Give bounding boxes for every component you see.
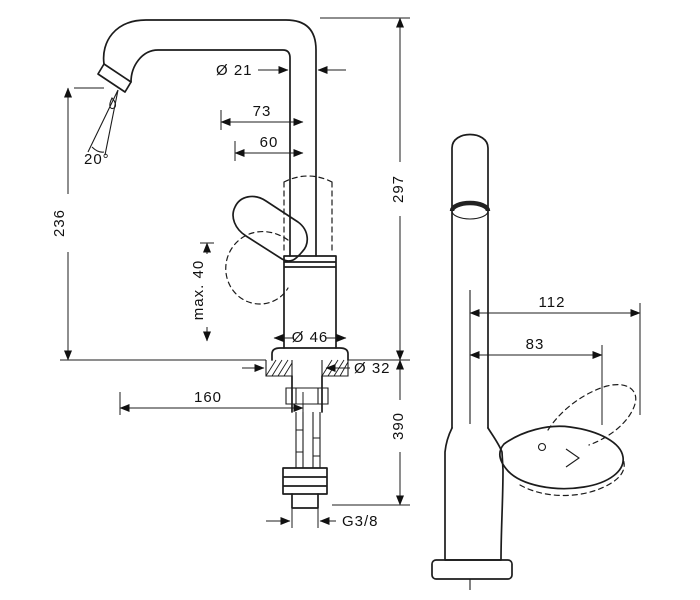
angle-reference-lines [87,89,119,156]
dim-label-dia32: Ø 32 [354,360,391,377]
dim-label-297: 297 [390,175,407,203]
handle-dot [537,442,547,452]
lever-handle [232,195,309,262]
dim-label-angle: 20° [84,151,110,168]
dim-label-thread: G3/8 [342,513,379,530]
spout-opening-shadow [449,200,491,212]
dim-label-spout-diameter: Ø 21 [216,62,253,79]
dim-label-dia46: Ø 46 [292,329,329,346]
handle-lowered-dashed [519,458,625,497]
dim-label-83: 83 [526,336,545,353]
faucet-body [283,255,337,349]
hose-thread-end [291,493,319,509]
dim-label-236: 236 [51,209,68,237]
spout-aerator-face [97,63,132,93]
lever-handle-swivel-dashed [225,231,289,305]
supply-hoses [295,412,321,468]
hose-hex-connector [282,467,328,495]
spout-swivel-dashed [283,175,333,253]
dim-label-60: 60 [260,134,279,151]
dim-label-73: 73 [253,103,272,120]
dim-label-160: 160 [194,389,222,406]
front-view-dimensions: Ø 21 73 60 297 390 236 20° max. 40 [51,17,410,530]
body-profile [444,427,504,561]
side-view-dimensions: 112 83 [469,294,641,425]
mounting-nut [285,387,329,405]
spout-inner-contour [130,49,291,257]
escutcheon-base [271,347,349,361]
extension-line [291,508,319,528]
dim-label-112: 112 [539,294,566,311]
side-view-faucet [431,133,637,590]
base-plate [431,559,513,580]
handle-chevron [565,448,580,468]
front-view-faucet [60,19,410,509]
column [451,133,489,429]
dim-label-390: 390 [390,412,407,440]
dim-label-max40: max. 40 [190,260,207,320]
side-lever-handle [498,425,624,490]
handle-raised-dashed [547,384,637,446]
spout-outer-contour [102,19,317,257]
